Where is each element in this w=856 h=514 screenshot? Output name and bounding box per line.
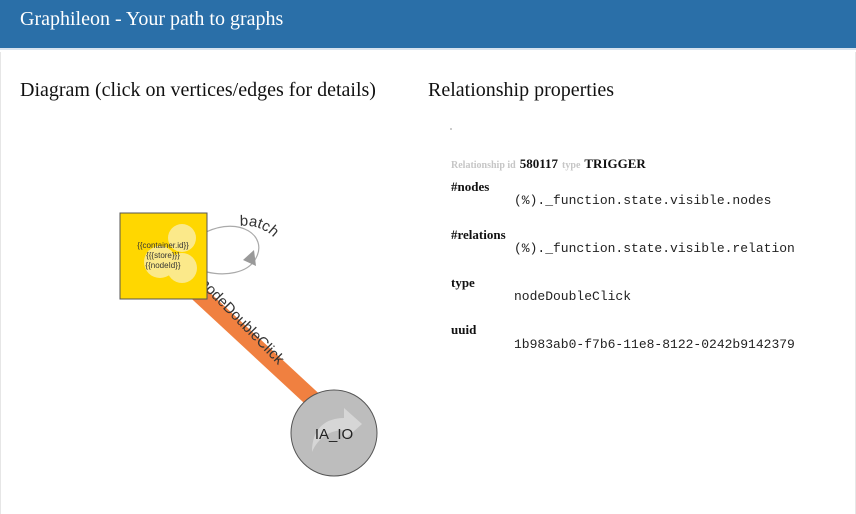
- app-title: Graphileon - Your path to graphs: [20, 8, 284, 30]
- edge-nodeDoubleClick-line[interactable]: [180, 275, 328, 415]
- edge-batch-label: batch: [240, 213, 283, 241]
- prop-value-relations: (%)._function.state.visible.relation: [514, 241, 795, 256]
- node-target-circle[interactable]: [290, 389, 378, 477]
- prop-value-type: nodeDoubleClick: [514, 289, 632, 304]
- puzzle-icon: [144, 224, 197, 283]
- relationship-id-label: Relationship id: [451, 160, 516, 171]
- edge-batch-line[interactable]: [205, 225, 260, 275]
- node-target-label: IA_IO: [315, 426, 353, 443]
- edge-batch[interactable]: batch: [205, 213, 283, 275]
- relationship-type-label: type: [562, 160, 581, 171]
- relationship-type-value: TRIGGER: [584, 156, 646, 171]
- node-source-line-2: {{{store}}}: [146, 251, 180, 260]
- prop-value-nodes: (%)._function.state.visible.nodes: [514, 193, 772, 208]
- separator-dot: [450, 128, 452, 130]
- edge-nodeDoubleClick-label: nodeDoubleClick: [196, 275, 288, 368]
- node-target[interactable]: IA_IO: [290, 389, 378, 477]
- prop-name-nodes: #nodes: [451, 179, 490, 194]
- relationship-id-value: 580117: [519, 156, 559, 171]
- node-source-line-1: {{container.id}}: [137, 241, 189, 250]
- arrow-right-icon: [312, 408, 362, 452]
- edge-batch-arrowhead: [243, 250, 256, 266]
- node-source-box[interactable]: [119, 212, 208, 300]
- properties-heading: Relationship properties: [428, 79, 615, 101]
- node-source-line-3: {{nodeId}}: [145, 261, 180, 270]
- prop-value-uuid: 1b983ab0-f7b6-11e8-8122-0242b9142379: [514, 337, 795, 352]
- diagram-heading: Diagram (click on vertices/edges for det…: [20, 79, 376, 101]
- top-bar: Graphileon - Your path to graphs: [0, 0, 856, 50]
- diagram-canvas[interactable]: nodeDoubleClick batch {{container.id}} {…: [0, 110, 420, 514]
- prop-name-uuid: uuid: [451, 322, 477, 337]
- node-source[interactable]: {{container.id}} {{{store}}} {{nodeId}}: [119, 212, 208, 300]
- prop-name-type: type: [451, 275, 475, 290]
- prop-name-relations: #relations: [451, 227, 506, 242]
- relationship-id-line: Relationship id 580117 type TRIGGER: [451, 155, 646, 173]
